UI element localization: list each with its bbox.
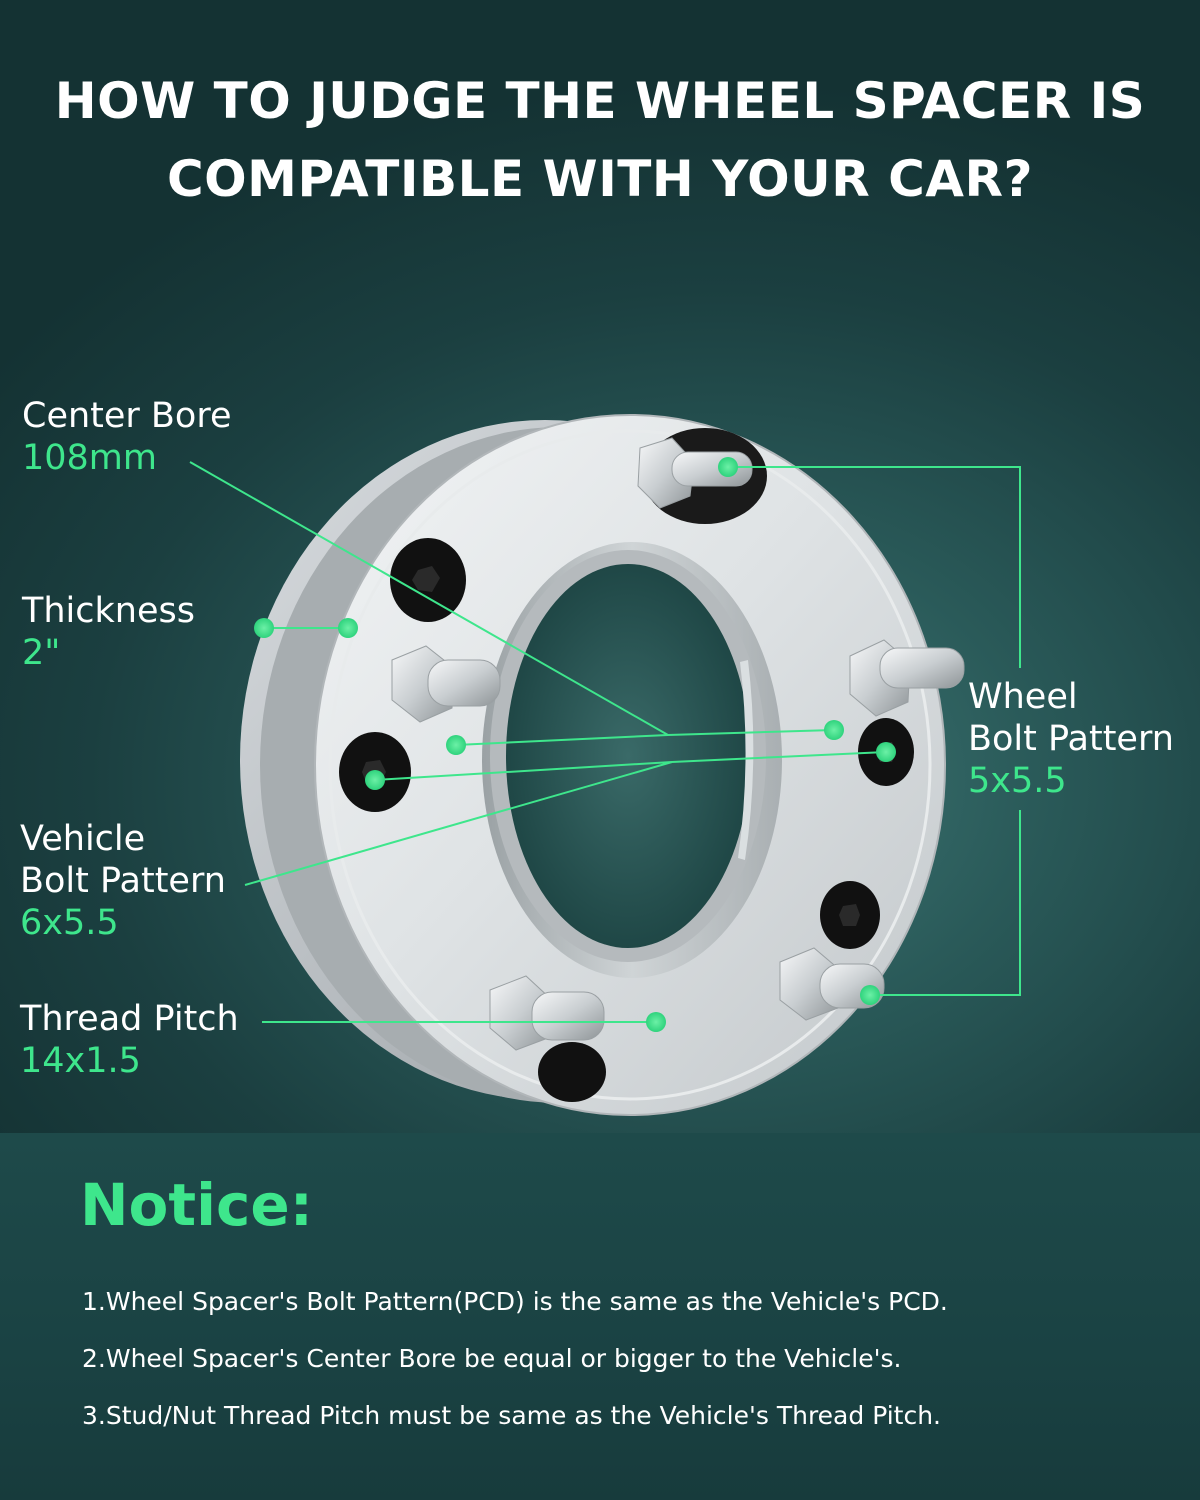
center-bore-value: 108mm [22, 438, 157, 478]
page-headline: HOW TO JUDGE THE WHEEL SPACER IS COMPATI… [0, 62, 1200, 218]
wheel-spacer-diagram [189, 414, 1021, 1116]
callout-dots [254, 457, 896, 1032]
vehicle-bolt-pattern-value: 6x5.5 [20, 903, 119, 943]
center-bore-label: Center Bore [22, 396, 232, 436]
wheel-bolt-pattern-callout: Wheel Bolt Pattern 5x5.5 [968, 676, 1174, 802]
thickness-value: 2" [22, 633, 61, 673]
notice-item-1: 1.Wheel Spacer's Bolt Pattern(PCD) is th… [82, 1287, 948, 1316]
wheel-bolt-pattern-label-line-1: Wheel [968, 677, 1078, 717]
notice-title: Notice: [80, 1171, 313, 1239]
thread-pitch-value: 14x1.5 [20, 1041, 141, 1081]
headline-line-1: HOW TO JUDGE THE WHEEL SPACER IS [54, 72, 1146, 130]
notice-item-3: 3.Stud/Nut Thread Pitch must be same as … [82, 1401, 942, 1430]
thread-pitch-callout: Thread Pitch 14x1.5 [20, 998, 239, 1082]
hex-socket-bolt [538, 1042, 606, 1102]
lug-stud-nut [637, 428, 767, 524]
lug-stud-nut [391, 645, 501, 723]
wheel-bolt-pattern-value: 5x5.5 [968, 761, 1067, 801]
wheel-bolt-pattern-label-line-2: Bolt Pattern [968, 719, 1174, 759]
callout-lines [189, 461, 1021, 1023]
center-bore-callout: Center Bore 108mm [22, 395, 232, 479]
notice-item-2: 2.Wheel Spacer's Center Bore be equal or… [82, 1344, 902, 1373]
headline-line-2: COMPATIBLE WITH YOUR CAR? [166, 150, 1033, 208]
vehicle-bolt-pattern-callout: Vehicle Bolt Pattern 6x5.5 [20, 818, 226, 944]
lug-stud-nut [849, 639, 965, 717]
hex-socket-bolt [390, 538, 466, 622]
thread-pitch-label: Thread Pitch [20, 999, 239, 1039]
notice-panel [0, 1133, 1200, 1500]
thickness-callout: Thickness 2" [22, 590, 195, 674]
lug-stud-nut [779, 947, 885, 1021]
center-bore [482, 542, 782, 978]
lug-stud-nut [489, 975, 605, 1051]
thickness-label: Thickness [22, 591, 195, 631]
vehicle-bolt-pattern-label-line-1: Vehicle [20, 819, 146, 859]
hex-socket-bolt [820, 881, 880, 949]
vehicle-bolt-pattern-label-line-2: Bolt Pattern [20, 861, 226, 901]
